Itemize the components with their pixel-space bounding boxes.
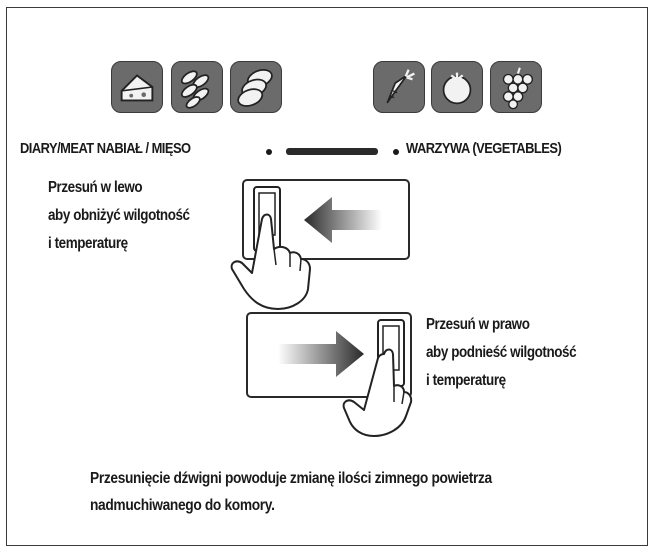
slide-left-instruction: Przesuń w lewo aby obniżyć wilgotność i … — [48, 174, 190, 258]
ham-icon — [230, 61, 282, 113]
note-line-2: nadmuchiwanego do komory. — [90, 497, 275, 514]
cheese-icon — [111, 61, 163, 113]
slide-right-instruction: Przesuń w prawo aby podnieść wilgotność … — [426, 311, 577, 395]
slide-left-illustration — [230, 186, 382, 310]
tomato-icon — [431, 61, 483, 113]
note-line-1: Przesunięcie dźwigni powoduje zmianę ilo… — [90, 470, 492, 487]
slide-left-line-1: Przesuń w lewo — [48, 179, 143, 196]
slide-left-line-3: i temperaturę — [48, 235, 128, 252]
hand-pointer-icon — [342, 348, 413, 437]
scale-dot-right — [393, 149, 399, 155]
slide-right-illustration — [278, 319, 413, 437]
slide-right-line-2: aby podnieść wilgotność — [426, 344, 577, 361]
humidity-scale-bar — [286, 148, 378, 155]
arrow-left-icon — [304, 197, 382, 243]
carrot-icon — [373, 61, 425, 113]
slide-right-line-3: i temperaturę — [426, 372, 506, 389]
hand-pointer-icon — [230, 213, 311, 310]
sausages-icon — [171, 61, 223, 113]
slide-right-line-1: Przesuń w prawo — [426, 316, 530, 333]
vegetables-label: WARZYWA (VEGETABLES) — [406, 140, 562, 157]
dairy-meat-label: DIARY/MEAT NABIAŁ / MIĘSO — [20, 140, 191, 157]
lever-explanation: Przesunięcie dźwigni powoduje zmianę ilo… — [90, 465, 492, 519]
slide-left-line-2: aby obniżyć wilgotność — [48, 207, 190, 224]
grapes-icon — [490, 61, 542, 113]
scale-dot-left — [266, 149, 272, 155]
arrow-right-icon — [278, 331, 364, 377]
